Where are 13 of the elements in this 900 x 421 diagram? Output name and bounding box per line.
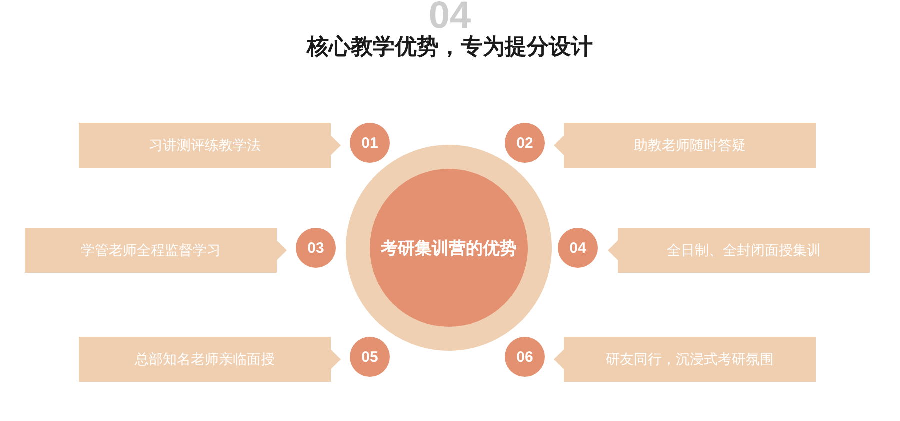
- number-circle: 03: [296, 228, 336, 268]
- number-circle: 01: [350, 123, 390, 163]
- number-circle: 02: [505, 123, 545, 163]
- feature-tag: 总部知名老师亲临面授: [79, 337, 341, 382]
- feature-tag: 全日制、全封闭面授集训: [608, 228, 870, 273]
- feature-tag: 助教老师随时答疑: [554, 123, 816, 168]
- feature-tag: 习讲测评练教学法: [79, 123, 341, 168]
- feature-tag: 研友同行，沉浸式考研氛围: [554, 337, 816, 382]
- number-circle: 05: [350, 337, 390, 377]
- feature-tag: 学管老师全程监督学习: [25, 228, 287, 273]
- title: 核心教学优势，专为提分设计: [307, 34, 593, 59]
- number-circle: 06: [505, 337, 545, 377]
- number-circle: 04: [558, 228, 598, 268]
